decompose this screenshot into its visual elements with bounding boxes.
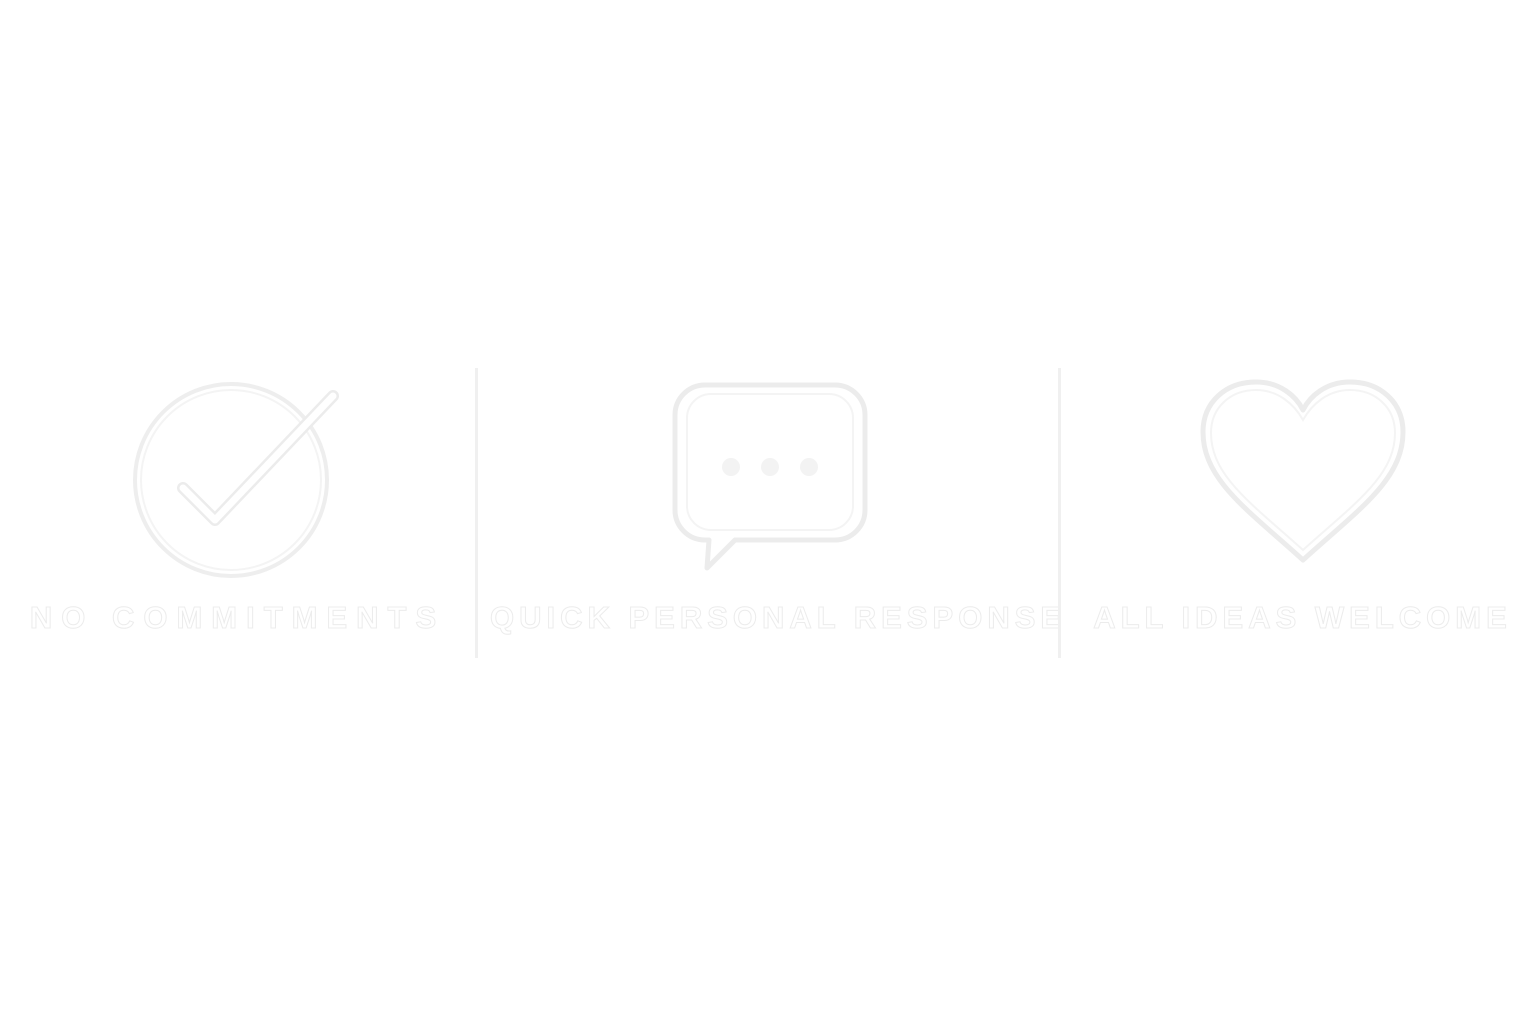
feature-label: NO COMMITMENTS [29,600,446,636]
divider [475,368,478,658]
features-strip: NO COMMITMENTS QUICK PERSONAL RESPONSE A… [0,360,1536,660]
checkmark-circle-icon [123,370,353,580]
feature-label: QUICK PERSONAL RESPONSE [490,600,1067,636]
speech-bubble-icon [655,370,885,580]
feature-all-ideas-welcome: ALL IDEAS WELCOME [1075,360,1530,660]
divider [1058,368,1061,658]
feature-label: ALL IDEAS WELCOME [1093,600,1512,636]
heart-icon [1188,370,1418,580]
feature-no-commitments: NO COMMITMENTS [10,360,465,660]
feature-quick-personal-response: QUICK PERSONAL RESPONSE [490,360,1067,660]
